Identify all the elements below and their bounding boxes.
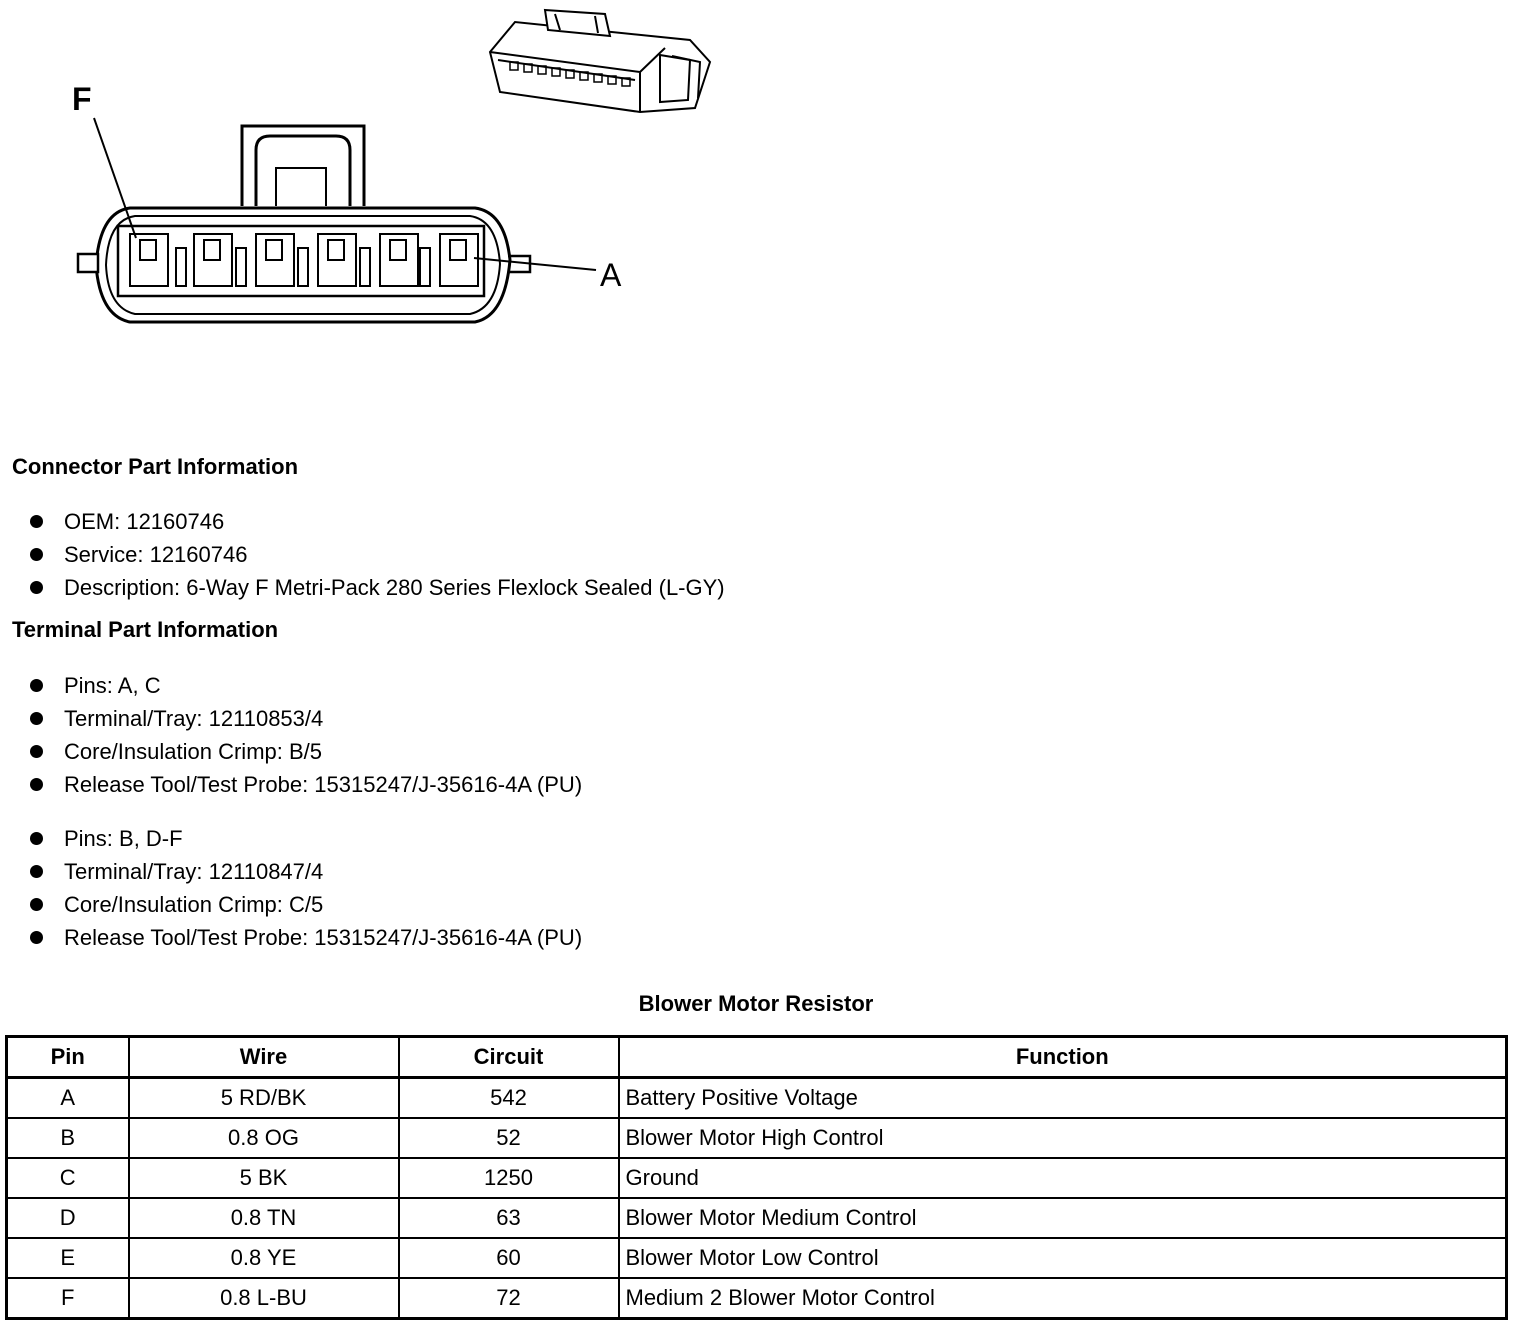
terminal-info-group-1: Pins: A, C Terminal/Tray: 12110853/4 Cor… (28, 669, 582, 801)
cell-wire: 5 BK (127, 1157, 400, 1199)
table-title: Blower Motor Resistor (638, 991, 874, 1016)
table-row: B 0.8 OG 52 Blower Motor High Control (5, 1117, 1508, 1159)
bullet-icon (30, 548, 43, 561)
pin-label-a: A (600, 257, 622, 293)
list-item: Core/Insulation Crimp: B/5 (28, 735, 582, 768)
cell-circuit: 63 (397, 1197, 620, 1239)
cell-circuit: 60 (397, 1237, 620, 1279)
pin-label-f: F (72, 81, 92, 117)
table-row: C 5 BK 1250 Ground (5, 1157, 1508, 1199)
bullet-icon (30, 679, 43, 692)
bullet-icon (30, 581, 43, 594)
cell-pin: E (5, 1237, 130, 1279)
terminal-info-heading: Terminal Part Information (12, 617, 279, 642)
cell-circuit: 52 (397, 1117, 620, 1159)
bullet-icon (30, 832, 43, 845)
list-item: Description: 6-Way F Metri-Pack 280 Seri… (28, 571, 725, 604)
cell-function: Ground (617, 1157, 1508, 1199)
bullet-icon (30, 865, 43, 878)
list-item: Terminal/Tray: 12110853/4 (28, 702, 582, 735)
cell-pin: D (5, 1197, 130, 1239)
cell-function: Medium 2 Blower Motor Control (617, 1277, 1508, 1320)
cell-circuit: 1250 (397, 1157, 620, 1199)
connector-info-heading: Connector Part Information (12, 454, 299, 479)
cell-pin: F (5, 1277, 130, 1320)
column-header-wire: Wire (127, 1035, 400, 1079)
list-item: Core/Insulation Crimp: C/5 (28, 888, 582, 921)
cell-wire: 0.8 L-BU (127, 1277, 400, 1320)
column-header-function: Function (617, 1035, 1508, 1079)
list-item: OEM: 12160746 (28, 505, 725, 538)
table-row: E 0.8 YE 60 Blower Motor Low Control (5, 1237, 1508, 1279)
cell-function: Battery Positive Voltage (617, 1076, 1508, 1119)
list-item: Release Tool/Test Probe: 15315247/J-3561… (28, 768, 582, 801)
cell-pin: A (5, 1076, 130, 1119)
bullet-icon (30, 898, 43, 911)
cell-wire: 0.8 OG (127, 1117, 400, 1159)
pin-table: Pin Wire Circuit Function A 5 RD/BK 542 … (5, 1035, 1508, 1320)
connector-figure: F A (72, 8, 712, 324)
bullet-icon (30, 931, 43, 944)
cell-circuit: 542 (397, 1076, 620, 1119)
connector-front-view (76, 117, 597, 324)
table-header-row: Pin Wire Circuit Function (5, 1035, 1508, 1079)
list-item: Pins: A, C (28, 669, 582, 702)
cell-function: Blower Motor Medium Control (617, 1197, 1508, 1239)
cell-wire: 0.8 YE (127, 1237, 400, 1279)
connector-info-list: OEM: 12160746 Service: 12160746 Descript… (28, 505, 725, 604)
list-item: Release Tool/Test Probe: 15315247/J-3561… (28, 921, 582, 954)
bullet-icon (30, 712, 43, 725)
bullet-icon (30, 745, 43, 758)
column-header-pin: Pin (5, 1035, 130, 1079)
list-item: Pins: B, D-F (28, 822, 582, 855)
column-header-circuit: Circuit (397, 1035, 620, 1079)
list-item: Terminal/Tray: 12110847/4 (28, 855, 582, 888)
table-row: F 0.8 L-BU 72 Medium 2 Blower Motor Cont… (5, 1277, 1508, 1320)
connector-isometric-drawing (488, 8, 712, 114)
table-row: A 5 RD/BK 542 Battery Positive Voltage (5, 1076, 1508, 1119)
list-item: Service: 12160746 (28, 538, 725, 571)
cell-function: Blower Motor Low Control (617, 1237, 1508, 1279)
terminal-info-group-2: Pins: B, D-F Terminal/Tray: 12110847/4 C… (28, 822, 582, 954)
cell-wire: 5 RD/BK (127, 1076, 400, 1119)
bullet-icon (30, 515, 43, 528)
cell-pin: C (5, 1157, 130, 1199)
cell-pin: B (5, 1117, 130, 1159)
bullet-icon (30, 778, 43, 791)
cell-function: Blower Motor High Control (617, 1117, 1508, 1159)
cell-wire: 0.8 TN (127, 1197, 400, 1239)
cell-circuit: 72 (397, 1277, 620, 1320)
table-row: D 0.8 TN 63 Blower Motor Medium Control (5, 1197, 1508, 1239)
